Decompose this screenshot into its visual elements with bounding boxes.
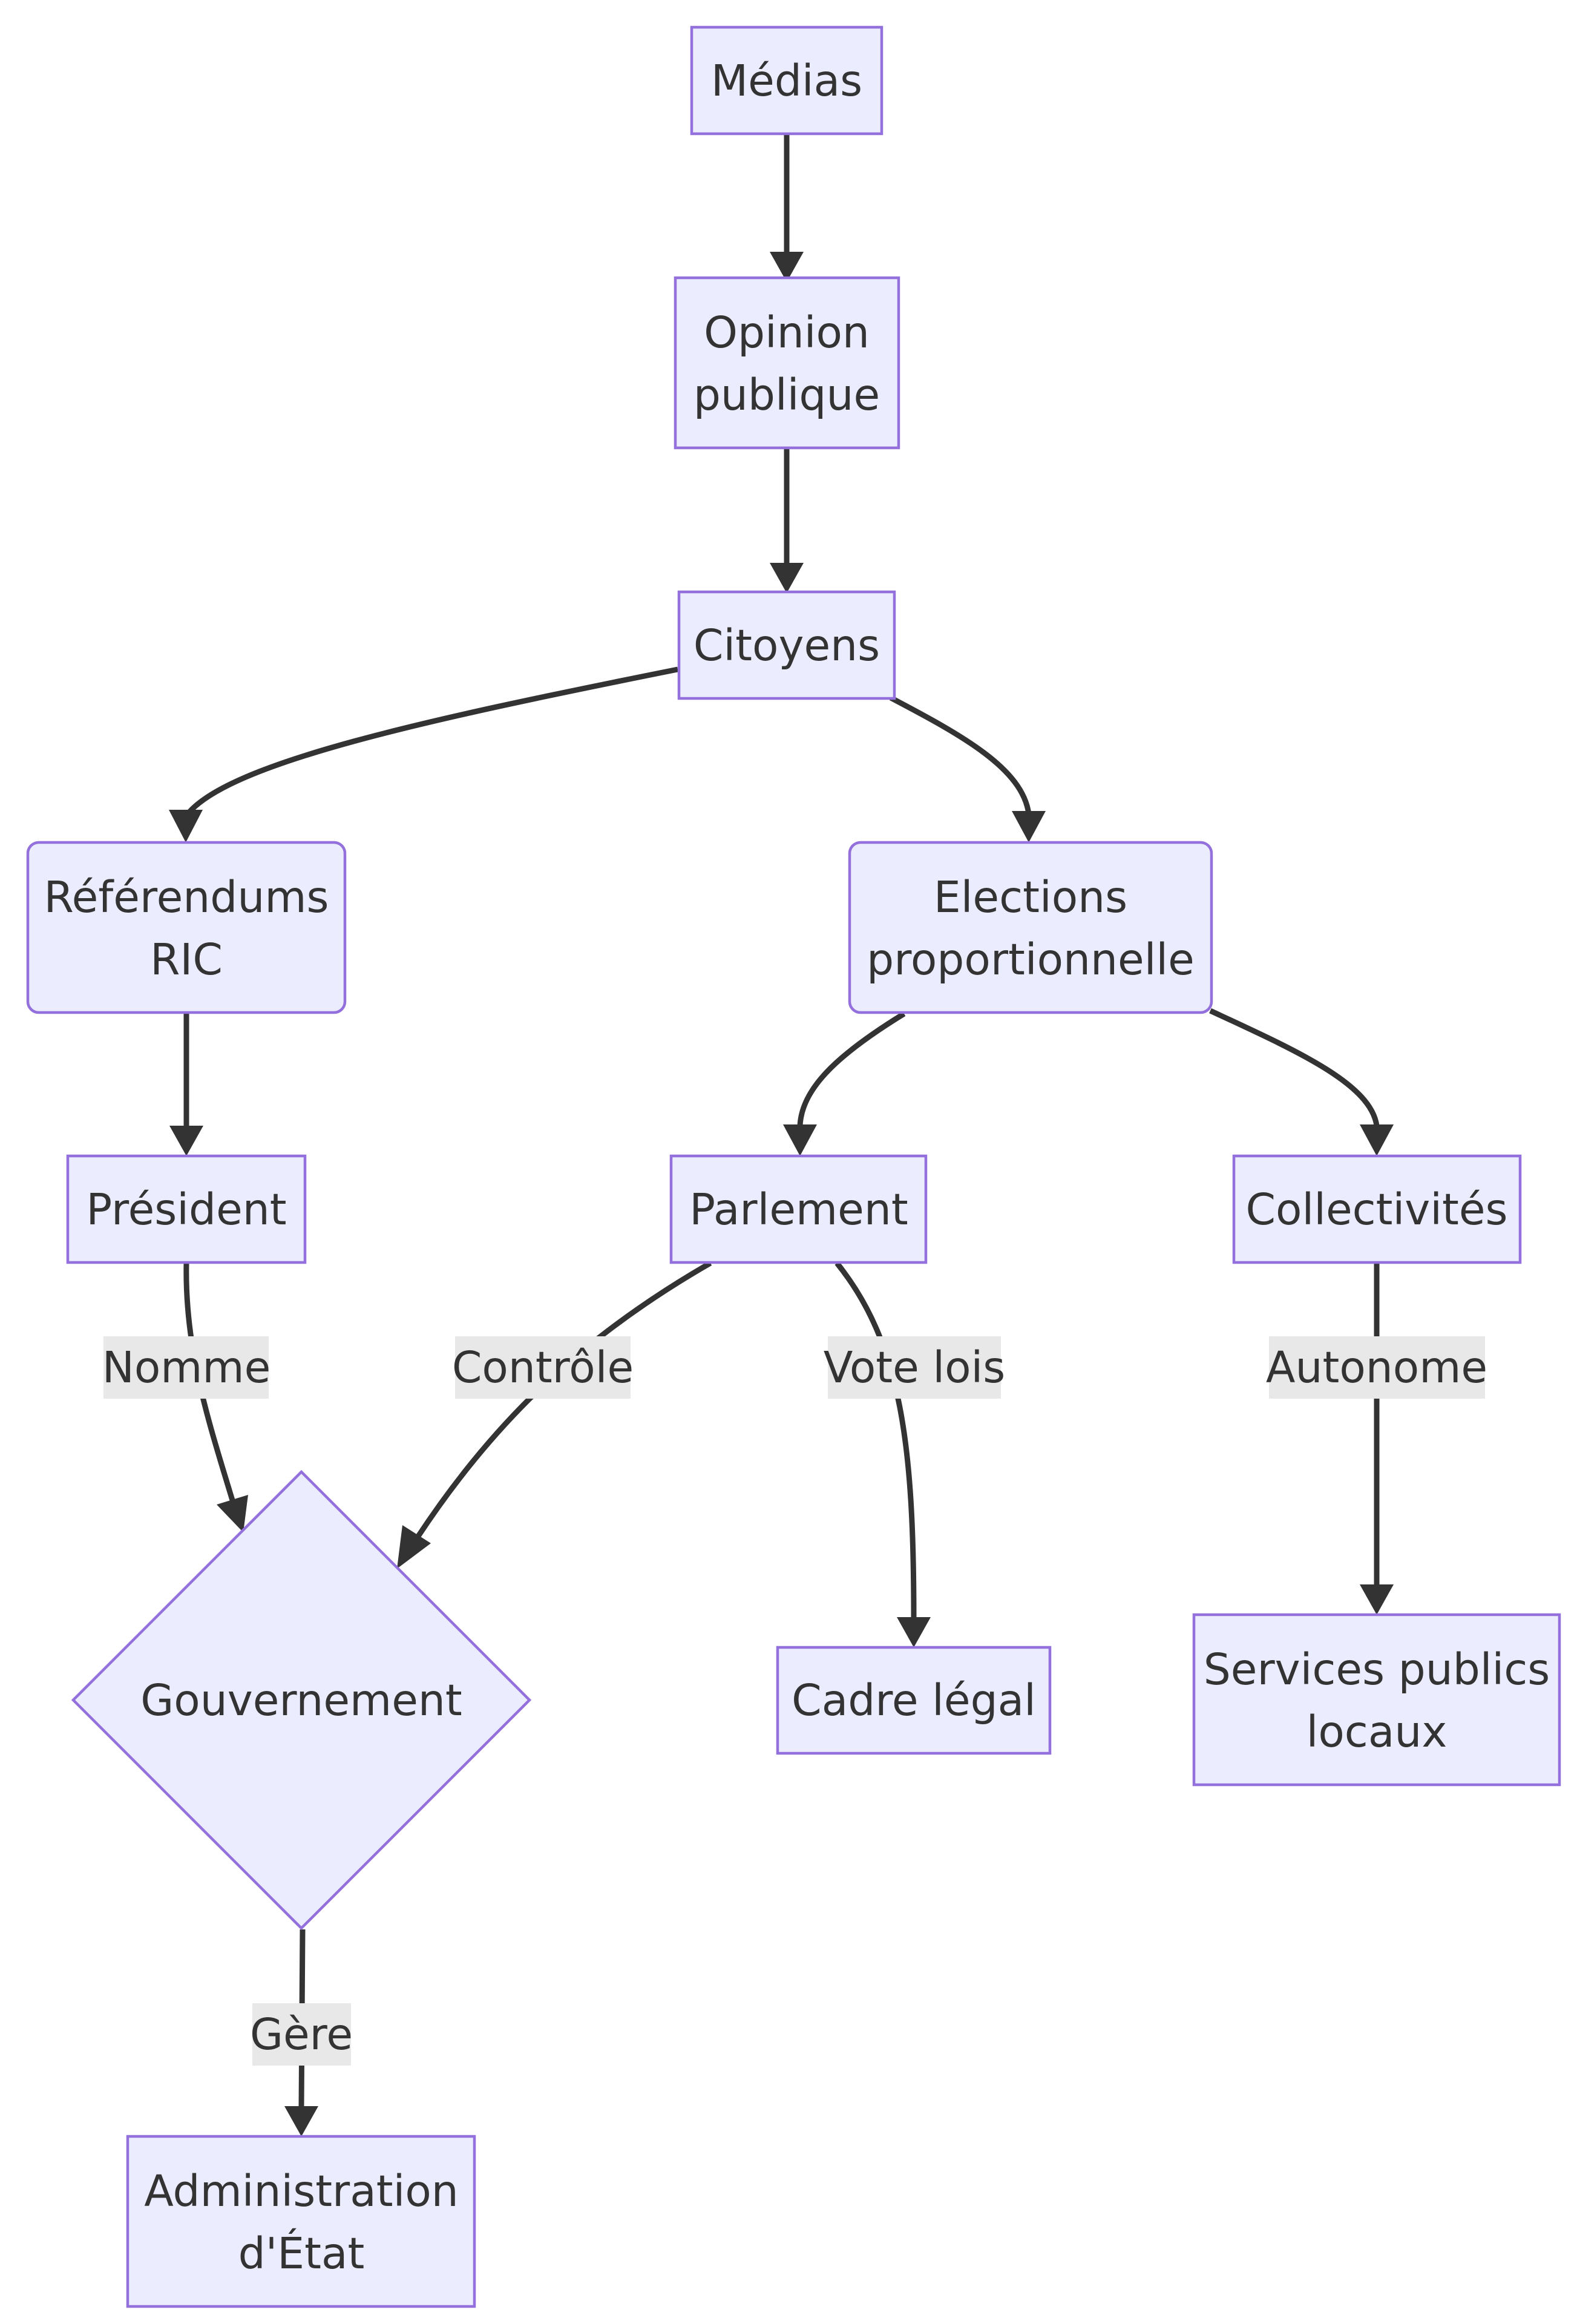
node-referendums-ric[interactable]: Référendums RIC (26, 841, 347, 1014)
node-collectivites[interactable]: Collectivités (1232, 1154, 1522, 1264)
node-box (1192, 1613, 1561, 1787)
arrow-head (770, 252, 804, 282)
node-label-line2: d'État (238, 2228, 365, 2279)
edge-label-nomme: Nomme (102, 1336, 271, 1399)
node-box (669, 1154, 928, 1264)
node-president[interactable]: Président (66, 1154, 307, 1264)
arrow-head (169, 810, 203, 842)
node-box (66, 1154, 307, 1264)
node-box (1232, 1154, 1522, 1264)
edge-label-background (455, 1336, 631, 1399)
arrow-head (397, 1525, 431, 1569)
edge-citoyens-referendums (185, 666, 678, 816)
node-label: Parlement (689, 1184, 908, 1235)
node-parlement[interactable]: Parlement (669, 1154, 928, 1264)
edge-label-vote-lois: Vote lois (824, 1336, 1005, 1399)
node-label-line2: locaux (1307, 1707, 1447, 1757)
edge-label-text: Gère (250, 2009, 353, 2060)
arrow-head (783, 1124, 817, 1156)
edge-label-text: Vote lois (824, 1342, 1005, 1393)
edge-label-controle: Contrôle (452, 1336, 634, 1399)
edge-label-background (103, 1336, 269, 1399)
node-services-publics-locaux[interactable]: Services publics locaux (1192, 1613, 1561, 1787)
node-administration-etat[interactable]: Administration d'État (126, 2135, 476, 2308)
edge-elections-parlement (797, 1011, 906, 1126)
node-label-line1: Référendums (44, 872, 329, 922)
node-medias[interactable]: Médias (690, 25, 884, 136)
node-box (776, 1646, 1052, 1755)
node-label: Collectivités (1245, 1184, 1507, 1235)
node-box (690, 25, 884, 136)
node-label-line2: proportionnelle (867, 934, 1195, 985)
node-label-line1: Administration (144, 2166, 459, 2216)
arrow-head (217, 1495, 248, 1532)
node-label-line1: Opinion (704, 307, 870, 358)
node-label: Médias (711, 56, 862, 106)
arrow-head (1012, 811, 1046, 842)
node-label: Gouvernement (140, 1675, 462, 1725)
node-opinion-publique[interactable]: Opinion publique (674, 276, 900, 450)
edge-label-text: Nomme (102, 1342, 271, 1393)
edge-label-gere: Gère (250, 2003, 353, 2066)
node-label: Président (86, 1184, 286, 1235)
edge-label-background (828, 1336, 1001, 1399)
arrow-head (770, 563, 804, 593)
edge-label-autonome: Autonome (1266, 1336, 1487, 1399)
arrow-head (169, 1126, 203, 1156)
edge-parlement-cadre (834, 1261, 917, 1618)
arrow-head (897, 1617, 931, 1647)
node-box (674, 276, 900, 450)
nodes: Médias Opinion publique Citoyens Référen… (26, 25, 1561, 2308)
edge-label-text: Autonome (1266, 1342, 1487, 1393)
edge-labels: Nomme Contrôle Vote lois Autonome Gère (102, 1336, 1487, 2066)
node-label-line1: Elections (934, 872, 1127, 922)
arrow-head (1360, 1584, 1394, 1615)
node-box (677, 590, 896, 700)
edge-label-text: Contrôle (452, 1342, 634, 1393)
node-box (26, 841, 347, 1014)
arrow-head (1360, 1124, 1394, 1156)
edge-label-background (1269, 1336, 1485, 1399)
arrow-head (284, 2106, 318, 2136)
node-box (126, 2135, 476, 2308)
edge-elections-collectivites (1209, 1008, 1380, 1126)
node-gouvernement[interactable]: Gouvernement (71, 1469, 532, 1931)
edge-label-background (252, 2003, 351, 2066)
node-elections-proportionnelle[interactable]: Elections proportionnelle (848, 841, 1213, 1014)
node-cadre-legal[interactable]: Cadre légal (776, 1646, 1052, 1755)
node-box (848, 841, 1213, 1014)
edge-citoyens-elections (889, 695, 1032, 815)
node-citoyens[interactable]: Citoyens (677, 590, 896, 700)
node-label-line1: Services publics (1204, 1644, 1550, 1695)
edge-parlement-gouvernement (415, 1261, 712, 1539)
node-label-line2: publique (693, 370, 880, 420)
node-label: Citoyens (693, 620, 880, 671)
node-diamond (71, 1469, 532, 1931)
node-label: Cadre légal (792, 1675, 1036, 1725)
node-label-line2: RIC (150, 934, 223, 985)
